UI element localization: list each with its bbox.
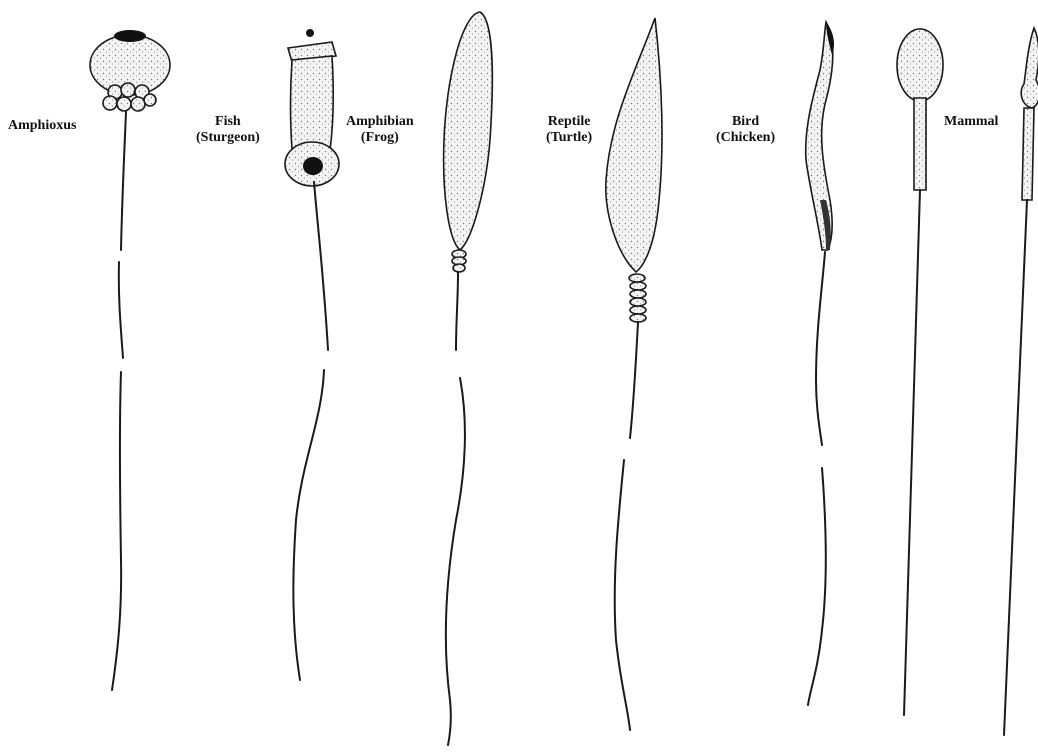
amphibian-tail [446,272,465,745]
amphioxus-midpiece [103,83,156,111]
amphioxus-tail [112,112,126,690]
label-bird-common: (Chicken) [716,130,775,146]
label-reptile-name: Reptile [546,114,592,130]
mammal-midpiece [914,98,926,190]
amphibian-head [444,12,493,250]
label-bird: Bird (Chicken) [716,114,775,146]
fish-acrosome-tip [306,29,314,37]
fish-head [291,56,334,150]
amphibian-midpiece [452,250,466,272]
mammal-sperm [897,29,943,715]
reptile-head [606,18,662,272]
label-fish-common: (Sturgeon) [196,130,260,146]
mammal-tail [904,190,920,715]
bird-tail [808,252,826,705]
fish-tail [293,182,328,680]
label-amphioxus: Amphioxus [8,118,76,134]
label-amphibian: Amphibian (Frog) [346,114,414,146]
label-mammal-name: Mammal [944,114,998,130]
label-bird-name: Bird [716,114,775,130]
amphioxus-acrosome [114,30,146,42]
label-amphioxus-name: Amphioxus [8,118,76,134]
mammal-sperm-side-view [1004,28,1038,735]
mammal-head [897,29,943,101]
label-mammal: Mammal [944,114,998,130]
reptile-tail [615,322,638,730]
mammal-side-midpiece [1022,108,1034,200]
label-reptile-common: (Turtle) [546,130,592,146]
label-fish-name: Fish [196,114,260,130]
amphioxus-sperm [90,30,170,690]
mammal-side-head [1021,28,1038,108]
reptile-sperm [606,18,662,730]
label-amphibian-common: (Frog) [346,130,414,146]
mammal-side-tail [1004,200,1027,735]
amphibian-sperm [444,12,493,745]
label-fish: Fish (Sturgeon) [196,114,260,146]
reptile-midpiece [629,274,646,322]
fish-centriole [303,157,323,175]
label-amphibian-name: Amphibian [346,114,414,130]
label-reptile: Reptile (Turtle) [546,114,592,146]
fish-sperm [285,29,339,680]
bird-sperm [806,22,834,705]
